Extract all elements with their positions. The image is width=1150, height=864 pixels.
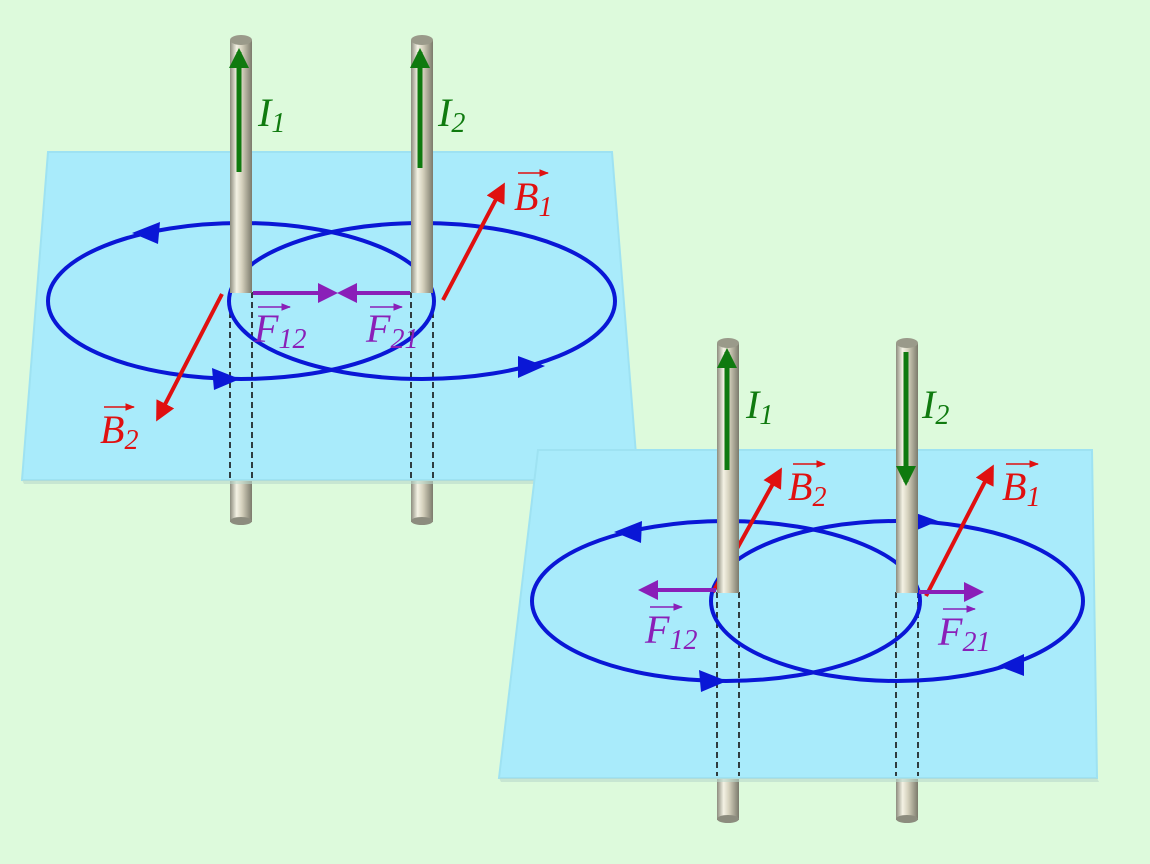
right-field-arrow-bottom-left <box>699 670 727 692</box>
left-b1-label: B1 <box>514 169 552 223</box>
svg-text:F12: F12 <box>644 607 697 656</box>
left-dashed-guides <box>229 292 434 478</box>
left-wire-2-lower <box>411 478 433 522</box>
right-i1-label: I1 <box>745 382 773 431</box>
right-i2-label: I2 <box>921 382 949 431</box>
left-wire-2-top <box>411 35 433 45</box>
right-figure: I1 I2 B2 B1 F12 F21 <box>497 338 1099 823</box>
right-wire-2-end <box>896 815 918 823</box>
left-wire-1-lower <box>230 478 252 522</box>
svg-text:B1: B1 <box>1002 464 1040 513</box>
right-b1-arrow <box>924 464 994 597</box>
right-wire-2-top <box>896 338 918 348</box>
right-b1-label: B1 <box>1002 460 1040 513</box>
right-wire-1-lower <box>717 776 739 820</box>
right-plane-shadow <box>499 778 1099 782</box>
svg-text:F21: F21 <box>937 609 990 658</box>
right-field-arrow-bottom-right <box>998 654 1024 676</box>
right-f21-label: F21 <box>937 605 990 658</box>
left-b1-arrow <box>441 182 505 301</box>
left-figure: I1 I2 B1 B2 F12 F21 <box>20 35 640 525</box>
left-field-direction-arrows <box>132 222 545 390</box>
right-wire-1-top <box>717 338 739 348</box>
svg-text:F21: F21 <box>365 306 418 355</box>
left-wire-1-top <box>230 35 252 45</box>
left-b2-label: B2 <box>100 403 138 456</box>
right-wire-1-end <box>717 815 739 823</box>
left-plane-shadow <box>22 480 640 484</box>
left-field-arrow-right <box>518 356 545 378</box>
left-field-arrow-bottom <box>212 368 240 390</box>
svg-text:B2: B2 <box>788 464 826 513</box>
right-b2-label: B2 <box>788 460 826 513</box>
left-wire-2-end <box>411 517 433 525</box>
left-wire-1-end <box>230 517 252 525</box>
left-f21-label: F21 <box>365 303 418 355</box>
left-i2-label: I2 <box>437 90 465 139</box>
left-b2-arrow <box>156 293 224 422</box>
left-field-arrow-top <box>132 222 160 244</box>
left-i1-label: I1 <box>257 90 285 139</box>
svg-text:B2: B2 <box>100 407 138 456</box>
svg-text:F12: F12 <box>253 306 306 355</box>
right-field-arrow-top-left <box>614 521 642 543</box>
svg-text:B1: B1 <box>514 174 552 223</box>
right-wire-2-lower <box>896 776 918 820</box>
left-f12-label: F12 <box>253 303 306 355</box>
right-f12-label: F12 <box>644 603 697 656</box>
